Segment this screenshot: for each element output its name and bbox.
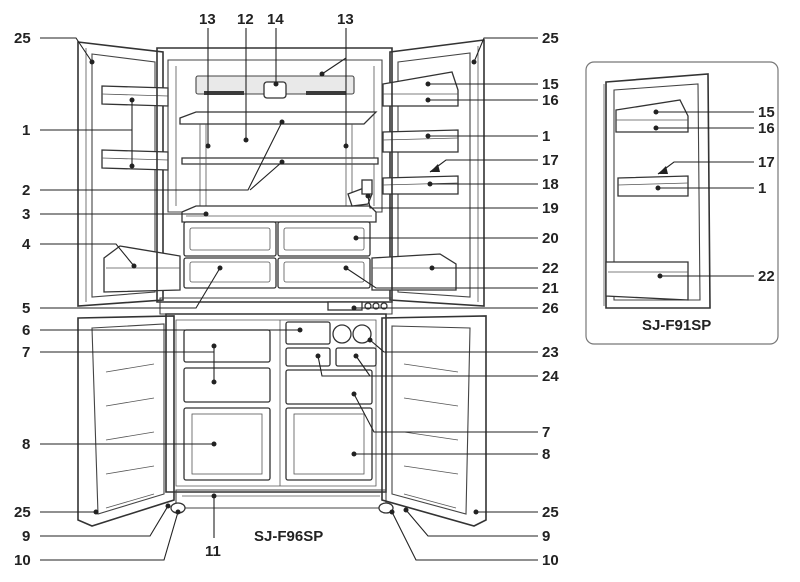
- left-crisper-drawer: [183, 221, 277, 257]
- inset-callout-22: 22: [758, 268, 775, 285]
- callout-5: 5: [22, 300, 30, 317]
- left-upper-door: [77, 41, 164, 307]
- callout-11: 11: [205, 543, 221, 560]
- callout-13-right: 13: [337, 11, 354, 28]
- callouts-top: 13 12 14 13: [199, 11, 354, 28]
- right-upper-door: [389, 39, 485, 307]
- left-door-bin-upper: [101, 85, 169, 107]
- right-freezer-door: [381, 315, 487, 527]
- right-fresh-drawer: [277, 221, 371, 257]
- callout-10-left: 10: [14, 552, 31, 569]
- callout-1-left: 1: [22, 122, 30, 139]
- callout-22: 22: [542, 260, 559, 277]
- callout-16: 16: [542, 92, 559, 109]
- inset-callout-17: 17: [758, 154, 775, 171]
- callout-7-left: 7: [22, 344, 30, 361]
- inset-bin-1: [617, 175, 689, 197]
- callout-15: 15: [542, 76, 559, 93]
- callout-20: 20: [542, 230, 559, 247]
- ice-dispenser: [347, 179, 373, 207]
- callout-2: 2: [22, 182, 30, 199]
- leader-lines: [40, 28, 754, 561]
- right-lower-fresh-drawer: [277, 257, 371, 289]
- callouts-right: 25 15 16 1 17 18 19 20 22 21 26 23 24 7 …: [542, 30, 559, 569]
- inset-bin-15-16: [615, 99, 689, 133]
- right-door-bin-15-16: [382, 71, 459, 107]
- model-label-main: SJ-F96SP: [254, 528, 323, 545]
- callout-12: 12: [237, 11, 254, 28]
- callout-10-right: 10: [542, 552, 559, 569]
- callout-1-right: 1: [542, 128, 550, 145]
- right-door-bin-22: [371, 253, 457, 291]
- inset-callout-1: 1: [758, 180, 766, 197]
- glass-shelves: [179, 111, 379, 212]
- inset-callout-15: 15: [758, 104, 775, 121]
- inset-door: [603, 73, 711, 309]
- callout-24: 24: [542, 368, 559, 385]
- callout-25-right-top: 25: [542, 30, 559, 47]
- callout-21: 21: [542, 280, 559, 297]
- callouts-left: 25 1 2 3 4 5 6 7 8 25 9 10: [14, 30, 31, 569]
- callout-3: 3: [22, 206, 30, 223]
- callout-25-right-bottom: 25: [542, 504, 559, 521]
- callout-17: 17: [542, 152, 559, 169]
- chiller-shelf: [181, 205, 377, 223]
- callout-26: 26: [542, 300, 559, 317]
- callout-13-left: 13: [199, 11, 216, 28]
- callout-25-left-top: 25: [14, 30, 31, 47]
- left-freezer-door: [77, 315, 175, 527]
- callout-19: 19: [542, 200, 559, 217]
- left-door-bin-middle: [101, 149, 169, 171]
- right-door-bin-18: [382, 175, 459, 195]
- model-label-inset: SJ-F91SP: [642, 317, 711, 334]
- callout-23: 23: [542, 344, 559, 361]
- callout-4: 4: [22, 236, 31, 253]
- callout-18: 18: [542, 176, 559, 193]
- left-door-bin-lower: [103, 245, 181, 293]
- callout-6: 6: [22, 322, 30, 339]
- callout-25-left-bottom: 25: [14, 504, 31, 521]
- callout-14: 14: [267, 11, 284, 28]
- right-freezer-drawers: [285, 321, 377, 481]
- callout-7-right: 7: [542, 424, 550, 441]
- left-lower-fresh-drawer: [183, 257, 277, 289]
- control-panel: [159, 297, 393, 315]
- inset-frame: [585, 61, 779, 345]
- callout-8-right: 8: [542, 446, 550, 463]
- callout-9-left: 9: [22, 528, 30, 545]
- inset-bin-22: [605, 261, 689, 301]
- right-door-bin-1: [382, 129, 459, 153]
- freezer-base: [170, 489, 394, 514]
- callouts-inset: 15 16 17 1 22 SJ-F91SP: [642, 104, 775, 334]
- inset-callout-16: 16: [758, 120, 775, 137]
- callout-8-left: 8: [22, 436, 30, 453]
- callout-9-right: 9: [542, 528, 550, 545]
